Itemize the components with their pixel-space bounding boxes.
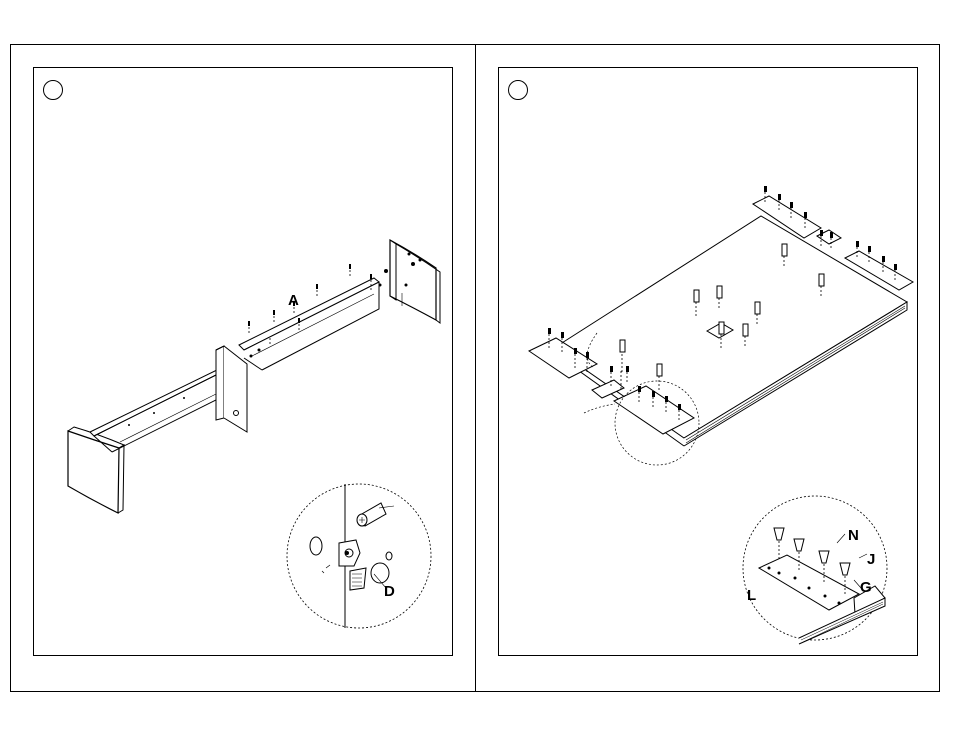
part-label-d: D — [384, 584, 395, 599]
part-label-j: J — [867, 552, 875, 567]
part-label-n: N — [848, 528, 859, 543]
bed-platform-slats-illustration — [499, 68, 919, 657]
step-panel-left: A D — [33, 67, 453, 656]
part-label-g: G — [860, 580, 872, 595]
part-label-a: A — [288, 293, 299, 308]
page-divider — [475, 44, 476, 692]
bed-frame-side-rails-illustration — [34, 68, 454, 657]
part-label-l: L — [747, 588, 756, 603]
step-panel-right: N J G L — [498, 67, 918, 656]
